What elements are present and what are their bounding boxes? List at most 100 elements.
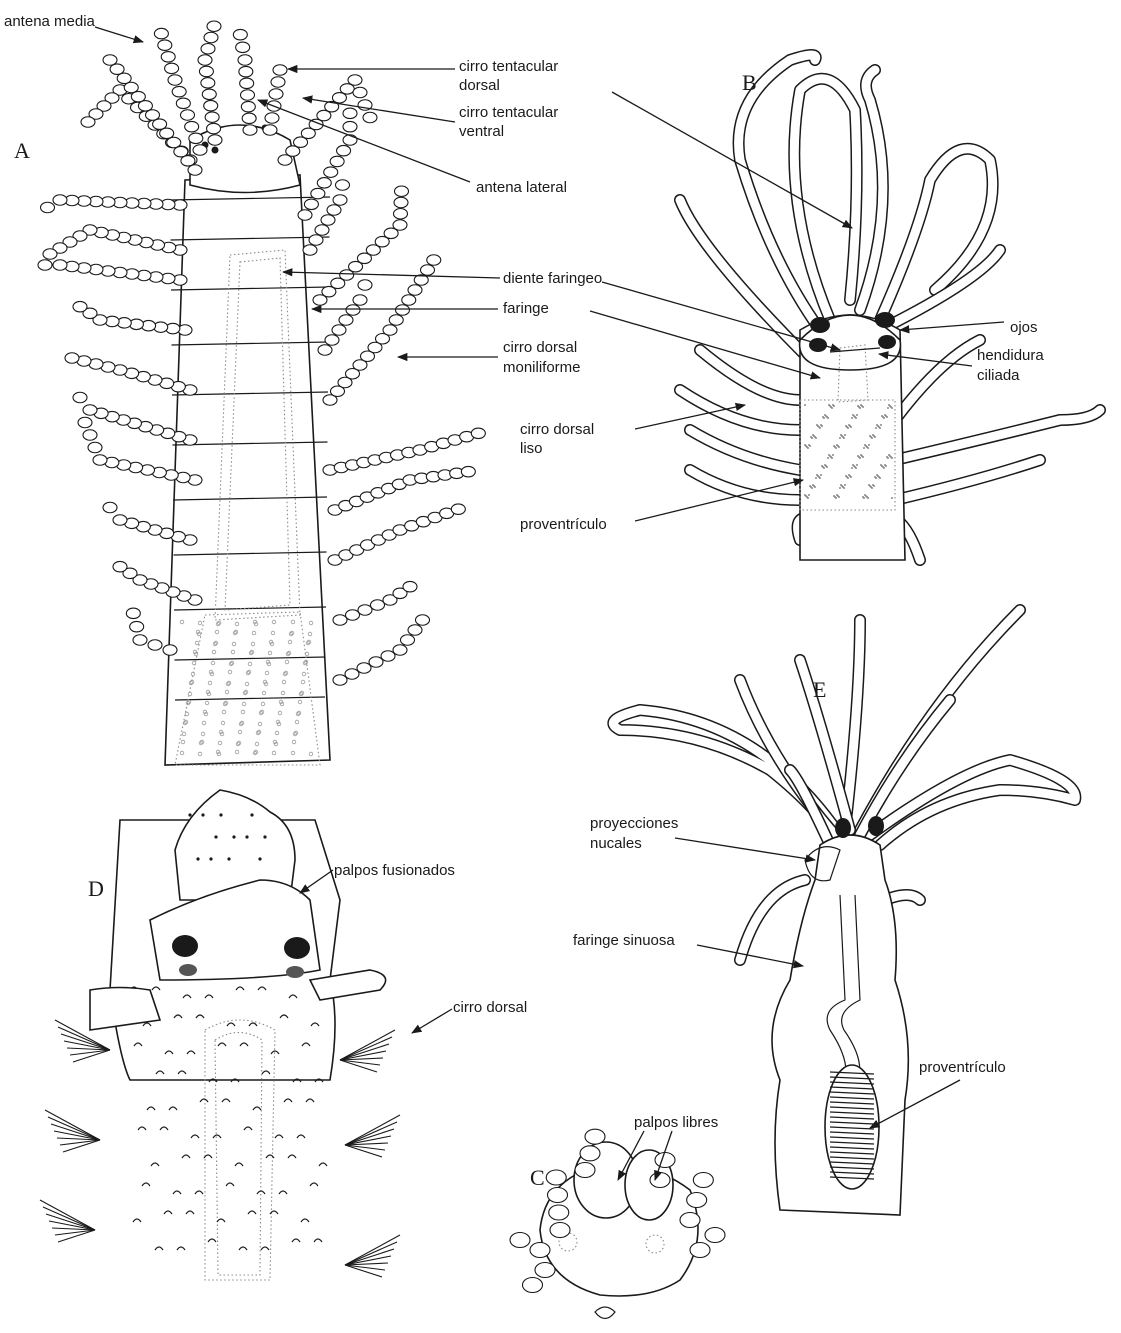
moniliform-segment bbox=[693, 1173, 713, 1188]
stipple-dot bbox=[874, 476, 876, 478]
moniliform-segment bbox=[38, 260, 52, 271]
stipple-dot bbox=[808, 444, 810, 446]
moniliform-segment bbox=[353, 87, 367, 98]
chaeta bbox=[58, 1027, 110, 1050]
smooth-cirrus-fill bbox=[860, 70, 883, 310]
stipple-dot bbox=[851, 417, 853, 419]
moniliform-segment bbox=[333, 195, 347, 206]
stipple-dot bbox=[822, 416, 824, 418]
papilla bbox=[319, 1163, 327, 1166]
moniliform-segment bbox=[585, 1129, 605, 1144]
moniliform-segment bbox=[168, 75, 182, 86]
moniliform-segment bbox=[201, 44, 215, 55]
stipple-dot bbox=[860, 404, 862, 406]
stipple-dot bbox=[872, 484, 874, 486]
stipple-dot bbox=[809, 485, 811, 487]
papilla bbox=[235, 1163, 243, 1166]
moniliform-segment bbox=[88, 442, 102, 453]
label-hendidura-2: ciliada bbox=[977, 367, 1020, 384]
label-ojos: ojos bbox=[1010, 319, 1038, 336]
moniliform-segment bbox=[363, 112, 377, 123]
stipple-dot bbox=[868, 444, 870, 446]
moniliform-segment bbox=[311, 188, 325, 199]
moniliform-segment bbox=[395, 186, 409, 197]
stipple-dot bbox=[845, 475, 847, 477]
moniliform-segment bbox=[113, 561, 127, 572]
panel-b-drawing bbox=[680, 55, 1100, 560]
palp-dot bbox=[263, 835, 266, 838]
stipple-dot bbox=[857, 455, 859, 457]
moniliform-segment bbox=[580, 1146, 600, 1161]
moniliform-segment bbox=[53, 195, 67, 206]
moniliform-segment bbox=[103, 55, 117, 66]
moniliform-segment bbox=[241, 101, 255, 112]
moniliform-segment bbox=[550, 1223, 570, 1238]
panel-e-letter: E bbox=[813, 677, 826, 702]
moniliform-segment bbox=[680, 1213, 700, 1228]
panel-a-letter: A bbox=[14, 138, 30, 163]
papilla bbox=[195, 1191, 203, 1194]
papilla bbox=[217, 1219, 225, 1222]
papilla bbox=[164, 1211, 172, 1214]
moniliform-segment bbox=[389, 315, 403, 326]
moniliform-segment bbox=[73, 392, 87, 403]
moniliform-segment bbox=[705, 1228, 725, 1243]
stipple-dot bbox=[844, 434, 846, 436]
papilla bbox=[248, 1211, 256, 1214]
palp-dot bbox=[188, 813, 191, 816]
stipple-dot bbox=[840, 484, 842, 486]
arrow-ojos bbox=[900, 322, 1004, 330]
moniliform-segment bbox=[113, 515, 127, 526]
moniliform-segment bbox=[333, 615, 347, 626]
papilla bbox=[244, 1127, 252, 1130]
smooth-cirrus-fill bbox=[895, 410, 1100, 460]
papilla bbox=[191, 1135, 199, 1138]
stipple-dot bbox=[862, 496, 864, 498]
moniliform-segment bbox=[78, 417, 92, 428]
label-proventriculo-e: proventrículo bbox=[919, 1059, 1006, 1076]
moniliform-segment bbox=[369, 657, 383, 668]
stipple-dot bbox=[880, 464, 882, 466]
smooth-cirrus-fill bbox=[895, 340, 980, 420]
moniliform-segment bbox=[243, 125, 257, 136]
moniliform-segment bbox=[41, 202, 55, 213]
label-cirro-dorsal-moniliforme-2: moniliforme bbox=[503, 359, 581, 376]
palp-dot bbox=[245, 835, 248, 838]
moniliform-segment bbox=[332, 325, 346, 336]
papilla bbox=[314, 1239, 322, 1242]
moniliform-segment bbox=[403, 581, 417, 592]
moniliform-segment bbox=[346, 610, 360, 621]
panel-c-letter: C bbox=[530, 1165, 545, 1190]
moniliform-segment bbox=[358, 280, 372, 291]
moniliform-segment bbox=[315, 225, 329, 236]
moniliform-segment bbox=[271, 77, 285, 88]
stipple-dot bbox=[832, 454, 834, 456]
moniliform-segment bbox=[242, 113, 256, 124]
papilla bbox=[186, 1211, 194, 1214]
moniliform-segment bbox=[83, 405, 97, 416]
papilla bbox=[297, 1135, 305, 1138]
moniliform-segment bbox=[336, 180, 350, 191]
moniliform-segment bbox=[201, 78, 215, 89]
arrow-proyecciones bbox=[675, 838, 815, 860]
moniliform-segment bbox=[510, 1233, 530, 1248]
moniliform-segment bbox=[401, 635, 415, 646]
moniliform-segment bbox=[158, 40, 172, 51]
moniliform-segment bbox=[239, 66, 253, 77]
moniliform-segment bbox=[265, 113, 279, 124]
stipple-dot bbox=[816, 424, 818, 426]
label-cirro-dorsal-d: cirro dorsal bbox=[453, 999, 527, 1016]
moniliform-segment bbox=[240, 78, 254, 89]
label-faringe-sinuosa: faringe sinuosa bbox=[573, 932, 675, 949]
moniliform-segment bbox=[421, 265, 435, 276]
moniliform-segment bbox=[339, 315, 353, 326]
stipple-dot bbox=[839, 437, 841, 439]
papilla bbox=[310, 1183, 318, 1186]
stipple-dot bbox=[856, 414, 858, 416]
stipple-dot bbox=[886, 456, 888, 458]
moniliform-segment bbox=[408, 625, 422, 636]
papilla bbox=[213, 1135, 221, 1138]
stipple-dot bbox=[888, 404, 890, 406]
palp-dot bbox=[196, 857, 199, 860]
stipple-dot bbox=[804, 404, 806, 406]
